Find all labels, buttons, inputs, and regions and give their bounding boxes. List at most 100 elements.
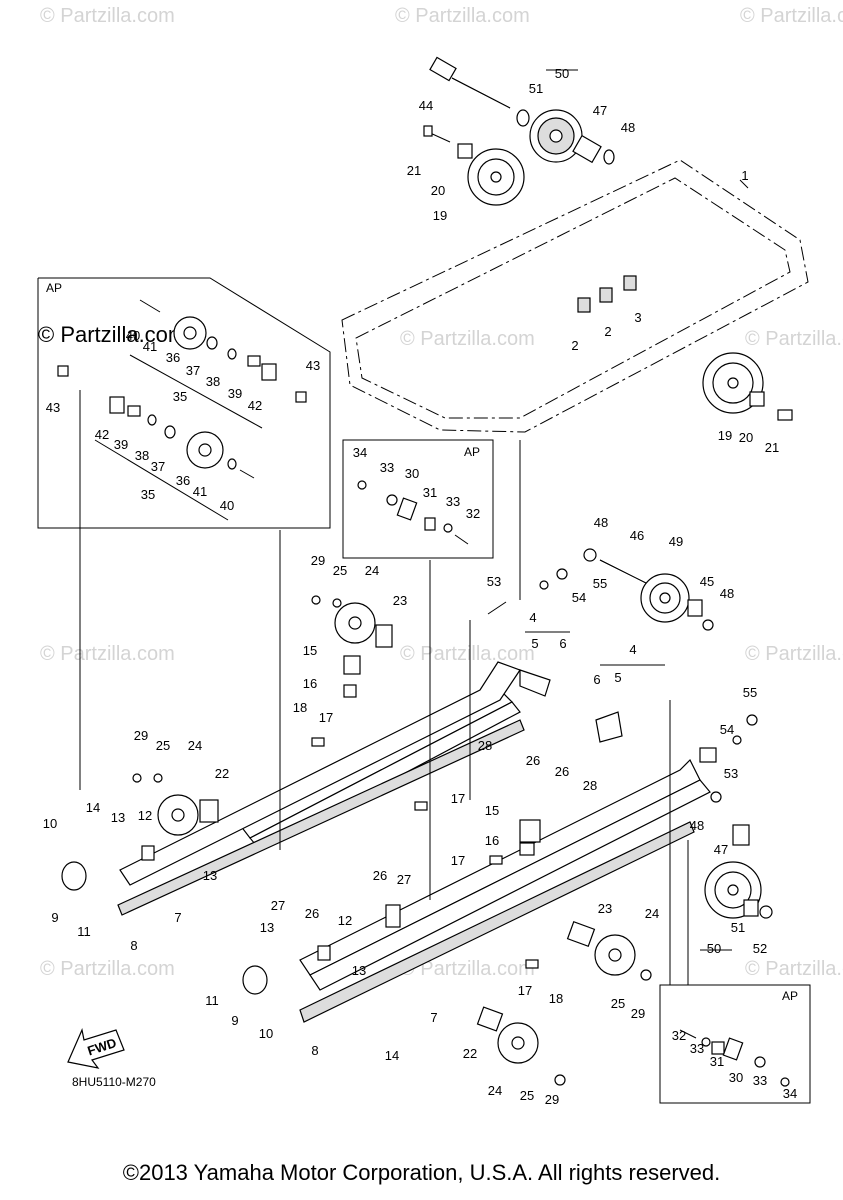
callout-number: 45 <box>700 574 714 589</box>
callout-number: 17 <box>518 983 532 998</box>
callout-number: 7 <box>174 910 181 925</box>
callout-number: 15 <box>303 643 317 658</box>
callout-number: 48 <box>621 120 635 135</box>
callout-number: 7 <box>430 1010 437 1025</box>
callout-number: 1 <box>741 168 748 183</box>
callout-number: 2 <box>604 324 611 339</box>
leader-lines <box>79 69 732 985</box>
callout-number: 23 <box>598 901 612 916</box>
callout-number: 29 <box>631 1006 645 1021</box>
callout-number: 50 <box>707 941 721 956</box>
callout-number: 14 <box>385 1048 399 1063</box>
callout-number: 11 <box>205 993 219 1008</box>
callout-number: 25 <box>333 563 347 578</box>
callout-number: 24 <box>365 563 379 578</box>
ap-label: AP <box>782 989 798 1003</box>
callout-number: 48 <box>594 515 608 530</box>
callout-number: 52 <box>753 941 767 956</box>
watermark-text: © Partzilla.com <box>395 5 530 27</box>
fwd-arrow: FWD <box>67 1028 125 1069</box>
callout-number: 19 <box>433 208 447 223</box>
callout-number: 35 <box>141 487 155 502</box>
watermark-text: © Partzilla.com <box>40 5 175 27</box>
callout-number: 29 <box>311 553 325 568</box>
callout-number: 3 <box>634 310 641 325</box>
callout-number: 24 <box>645 906 659 921</box>
callout-number: 33 <box>690 1041 704 1056</box>
diagram-code: 8HU5110-M270 <box>72 1075 156 1089</box>
callout-number: 10 <box>43 816 57 831</box>
callout-number: 8 <box>311 1043 318 1058</box>
callout-number: 47 <box>714 842 728 857</box>
callout-number: 36 <box>176 473 190 488</box>
callout-number: 2 <box>571 338 578 353</box>
callout-number: 37 <box>151 459 165 474</box>
callout-number: 54 <box>572 590 586 605</box>
callout-number: 29 <box>545 1092 559 1107</box>
ap-box-upper-left: AP © Partzilla.com <box>37 277 331 529</box>
callout-number: 49 <box>669 534 683 549</box>
callout-number: 13 <box>260 920 274 935</box>
watermark-text: © Partzilla.com <box>740 5 843 27</box>
ap-label: AP <box>46 281 62 295</box>
callout-number: 25 <box>520 1088 534 1103</box>
callout-number: 31 <box>423 485 437 500</box>
rear-axle <box>487 548 758 763</box>
watermark-layer: © Partzilla.com © Partzilla.com © Partzi… <box>40 5 843 980</box>
callout-number: 43 <box>306 358 320 373</box>
callout-number: 26 <box>526 753 540 768</box>
callout-layer: 1223445566778899101011111212131313131414… <box>43 66 797 1107</box>
callout-number: 11 <box>77 924 91 939</box>
watermark-text: © Partzilla.com <box>40 958 175 980</box>
callout-number: 55 <box>593 576 607 591</box>
callout-number: 34 <box>353 445 367 460</box>
callout-number: 21 <box>407 163 421 178</box>
track-belt <box>341 159 809 433</box>
callout-number: 27 <box>271 898 285 913</box>
callout-number: 16 <box>485 833 499 848</box>
callout-number: 53 <box>724 766 738 781</box>
rear-wheel-right <box>702 352 793 421</box>
callout-number: 14 <box>86 800 100 815</box>
callout-number: 21 <box>765 440 779 455</box>
callout-number: 43 <box>46 400 60 415</box>
callout-number: 20 <box>431 183 445 198</box>
callout-number: 26 <box>373 868 387 883</box>
callout-number: 12 <box>338 913 352 928</box>
callout-number: 32 <box>466 506 480 521</box>
callout-number: 6 <box>559 636 566 651</box>
callout-number: 34 <box>783 1086 797 1101</box>
callout-number: 9 <box>51 910 58 925</box>
callout-number: 18 <box>549 991 563 1006</box>
ap-label: AP <box>464 445 480 459</box>
callout-number: 32 <box>672 1028 686 1043</box>
callout-number: 35 <box>173 389 187 404</box>
top-idler-group <box>423 56 615 206</box>
callout-number: 22 <box>463 1046 477 1061</box>
rail-upper <box>61 595 525 916</box>
callout-number: 40 <box>126 328 140 343</box>
callout-number: 17 <box>451 791 465 806</box>
callout-number: 16 <box>303 676 317 691</box>
callout-number: 24 <box>188 738 202 753</box>
callout-number: 8 <box>130 938 137 953</box>
watermark-text: © Partzilla.com <box>400 643 535 665</box>
callout-number: 19 <box>718 428 732 443</box>
callout-number: 47 <box>593 103 607 118</box>
callout-number: 26 <box>555 764 569 779</box>
callout-number: 4 <box>529 610 536 625</box>
callout-number: 55 <box>743 685 757 700</box>
callout-number: 13 <box>203 868 217 883</box>
callout-number: 37 <box>186 363 200 378</box>
watermark-text: © Partzilla.com <box>400 328 535 350</box>
callout-number: 41 <box>143 339 157 354</box>
callout-number: 13 <box>352 963 366 978</box>
callout-number: 13 <box>111 810 125 825</box>
callout-number: 38 <box>135 448 149 463</box>
callout-number: 36 <box>166 350 180 365</box>
watermark-text: © Partzilla.com <box>745 958 843 980</box>
callout-number: 51 <box>731 920 745 935</box>
callout-number: 5 <box>614 670 621 685</box>
callout-number: 22 <box>215 766 229 781</box>
